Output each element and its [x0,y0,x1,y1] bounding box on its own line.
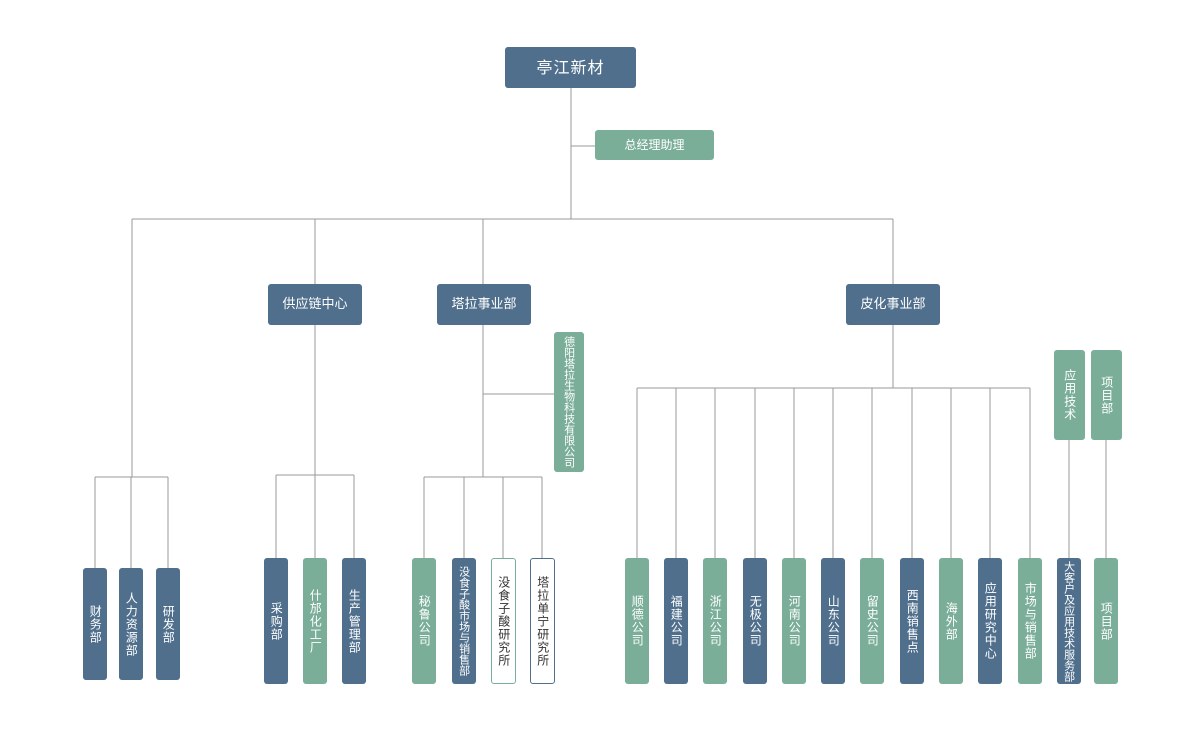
leather-child-node: 山东公司 [821,558,845,684]
leather-side-child-node: 项目部 [1094,558,1118,684]
leather-child-node: 应用研究中心 [978,558,1002,684]
root-node: 亭江新材 [505,47,636,88]
supply-child-node: 生产管理部 [342,558,366,684]
assistant-node: 总经理助理 [595,130,714,160]
leather-child-node: 留史公司 [860,558,884,684]
leather-division-node: 皮化事业部 [846,284,940,325]
supply-child-node: 采购部 [264,558,288,684]
leather-side-node: 应用技术 [1054,350,1085,440]
tala-subsidiary-node: 德阳塔拉生物科技有限公司 [554,332,584,472]
hr-node: 人力资源部 [119,568,143,680]
leather-child-node: 福建公司 [664,558,688,684]
tala-child-node: 没食子酸研究所 [491,558,516,684]
leather-child-node: 顺德公司 [625,558,649,684]
leather-child-node: 市场与销售部 [1018,558,1042,684]
leather-child-node: 浙江公司 [703,558,727,684]
finance-node: 财务部 [83,568,107,680]
leather-side-node: 项目部 [1091,350,1122,440]
leather-child-node: 海外部 [939,558,963,684]
leather-child-node: 河南公司 [782,558,806,684]
leather-side-child-node: 大客户及应用技术服务部 [1057,558,1081,684]
leather-child-node: 西南销售点 [900,558,924,684]
supply-child-node: 什邡化工厂 [303,558,327,684]
tala-child-node: 没食子酸市场与销售部 [452,558,476,684]
tala-child-node: 秘鲁公司 [412,558,436,684]
tala-division-node: 塔拉事业部 [437,284,531,325]
rnd-node: 研发部 [156,568,180,680]
tala-child-node: 塔拉单宁研究所 [530,558,555,684]
supply-chain-node: 供应链中心 [268,284,362,325]
leather-child-node: 无极公司 [743,558,767,684]
